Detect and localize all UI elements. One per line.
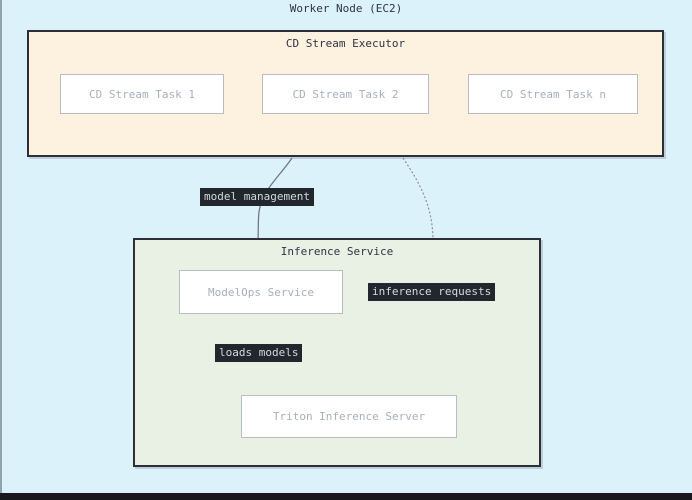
node-triton-inference-server: Triton Inference Server [241, 395, 457, 438]
window-left-border [0, 0, 2, 500]
node-modelops-service: ModelOps Service [179, 270, 343, 314]
node-label-triton-inference-server: Triton Inference Server [272, 410, 426, 423]
node-label-cd-stream-task-2: CD Stream Task 2 [292, 87, 399, 101]
node-cd-stream-task-2: CD Stream Task 2 [262, 74, 429, 114]
edge-label-model-management: model management [200, 188, 314, 206]
node-label-cd-stream-task-n: CD Stream Task n [500, 87, 606, 101]
diagram-title: Worker Node (EC2) [289, 2, 403, 15]
group-cd-stream-executor: CD Stream Executor CD Stream Task 1 CD S… [27, 30, 664, 157]
node-label-modelops-service: ModelOps Service [208, 285, 314, 299]
group-inference-service: Inference Service ModelOps Service Trito… [133, 238, 541, 467]
node-label-cd-stream-task-1: CD Stream Task 1 [89, 87, 195, 101]
window-bottom-bar [0, 493, 692, 500]
edge-label-inference-requests: inference requests [368, 283, 496, 301]
node-cd-stream-task-1: CD Stream Task 1 [60, 74, 224, 114]
group-title-cd-stream-executor: CD Stream Executor [285, 37, 406, 50]
group-title-inference-service: Inference Service [280, 245, 394, 258]
node-cd-stream-task-n: CD Stream Task n [468, 74, 638, 114]
edge-label-loads-models: loads models [215, 344, 303, 362]
